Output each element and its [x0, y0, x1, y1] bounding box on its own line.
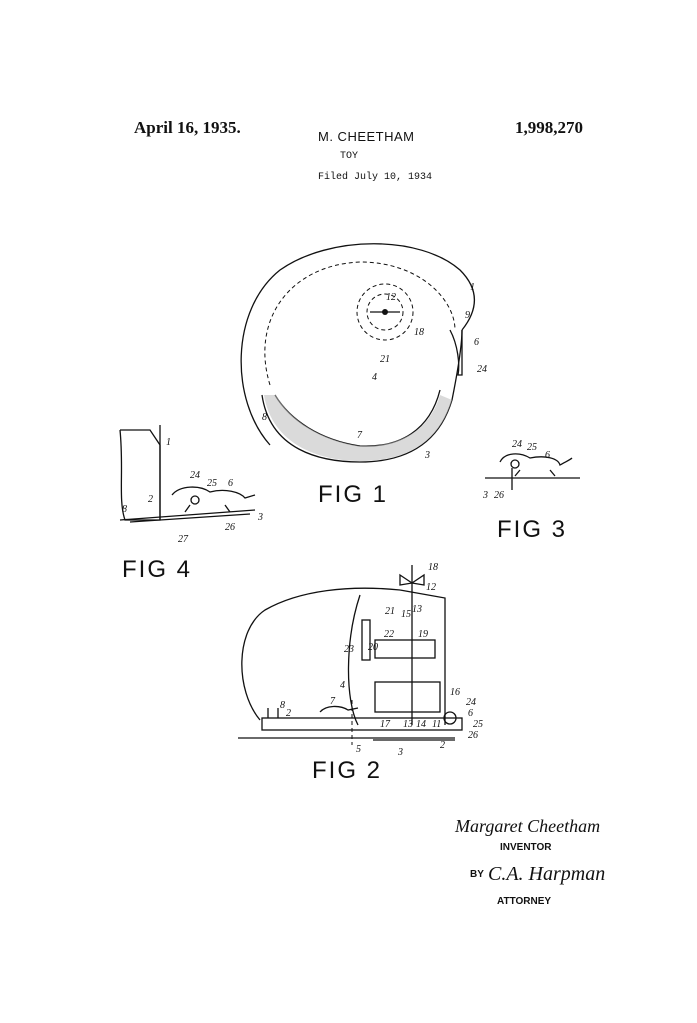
- ref-numeral: 2: [440, 740, 445, 751]
- ref-numeral: 14: [416, 719, 426, 730]
- figure-2: 18 12 21 15 13 19 22 20 23 16 4 17 13 14…: [238, 562, 483, 784]
- fig1-figure-6: [449, 329, 463, 376]
- ref-numeral: 15: [401, 609, 411, 620]
- ref-numeral: 9: [465, 310, 470, 321]
- ref-numeral: 19: [418, 629, 428, 640]
- fig2-gear-19: [374, 639, 436, 659]
- fig4-dog: [171, 486, 256, 513]
- fig2-base: [261, 717, 463, 731]
- filed-date: Filed July 10, 1934: [318, 172, 433, 183]
- ref-numeral: 6: [545, 450, 550, 461]
- fig1-hidden-disc: [264, 261, 456, 386]
- fig2-post-8: [267, 708, 279, 718]
- fig3-wheel: [510, 459, 520, 469]
- fig4-track-lower: [129, 513, 251, 523]
- fig1-outer-body: [240, 243, 475, 446]
- fig2-body-outline: [241, 587, 401, 721]
- ref-numeral: 21: [380, 354, 390, 365]
- ref-numeral: 4: [340, 680, 345, 691]
- fig1-key-pivot: [382, 309, 388, 315]
- figure-2-label: FIG 2: [312, 757, 382, 784]
- figure-1: 1 9 12 18 6 21 4 24 8 7 3 FIG 1: [240, 243, 487, 508]
- ref-numeral: 23: [344, 644, 354, 655]
- ref-numeral: 25: [527, 442, 537, 453]
- fig2-dog: [319, 705, 359, 713]
- fig1-hidden-gear-inner: [366, 293, 404, 331]
- ref-numeral: 11: [432, 719, 441, 730]
- figure-3: 24 25 6 3 26 FIG 3: [482, 439, 580, 543]
- ref-numeral: 1: [470, 282, 475, 293]
- fig3-dog: [499, 453, 573, 477]
- ref-numeral: 20: [368, 642, 378, 653]
- ref-numeral: 12: [386, 292, 396, 303]
- ref-numeral: 26: [494, 490, 504, 501]
- ref-numeral: 7: [357, 430, 363, 441]
- ref-numeral: 24: [190, 470, 200, 481]
- ref-numeral: 24: [477, 364, 487, 375]
- figure-4: 1 24 25 6 8 2 26 3 27 FIG 4: [119, 425, 263, 583]
- ref-numeral: 2: [148, 494, 153, 505]
- ref-numeral: 3: [397, 747, 403, 758]
- ref-numeral: 8: [262, 412, 267, 423]
- fig2-body-cut: [347, 594, 361, 726]
- ref-numeral: 7: [330, 696, 336, 707]
- fig1-hidden-gear: [356, 283, 414, 341]
- fig2-gear-23: [361, 619, 371, 661]
- ref-numeral: 26: [225, 522, 235, 533]
- fig2-key: [399, 573, 425, 586]
- ref-numeral: 13: [403, 719, 413, 730]
- fig2-wheel: [443, 711, 457, 725]
- ref-numeral: 17: [380, 719, 391, 730]
- ref-numeral: 8: [122, 504, 127, 515]
- ref-numeral: 1: [166, 437, 171, 448]
- ref-numeral: 3: [424, 450, 430, 461]
- ref-numeral: 27: [178, 534, 189, 545]
- figure-1-label: FIG 1: [318, 481, 388, 508]
- ref-numeral: 18: [428, 562, 438, 573]
- ref-numeral: 24: [512, 439, 522, 450]
- ref-numeral: 4: [372, 372, 377, 383]
- ref-numeral: 13: [412, 604, 422, 615]
- ref-numeral: 18: [414, 327, 424, 338]
- fig1-track: [261, 329, 463, 463]
- ref-numeral: 6: [474, 337, 479, 348]
- ref-numeral: 25: [473, 719, 483, 730]
- ref-numeral: 2: [286, 708, 291, 719]
- ref-numeral: 21: [385, 606, 395, 617]
- ref-numeral: 8: [280, 700, 285, 711]
- ref-numeral: 6: [228, 478, 233, 489]
- signature-block: Margaret Cheetham INVENTOR BY C.A. Harpm…: [454, 816, 605, 907]
- ref-numeral: 6: [468, 708, 473, 719]
- ref-numeral: 3: [257, 512, 263, 523]
- ref-numeral: 24: [466, 697, 476, 708]
- fig1-track-shading: [264, 395, 452, 461]
- ref-numeral: 22: [384, 629, 394, 640]
- inventor-caption: INVENTOR: [500, 842, 552, 853]
- patent-title: TOY: [340, 151, 359, 162]
- ref-numeral: 25: [207, 478, 217, 489]
- fig4-track: [119, 509, 256, 521]
- attorney-caption: ATTORNEY: [497, 896, 551, 907]
- fig2-housing: [399, 589, 446, 725]
- ref-numeral: 26: [468, 730, 478, 741]
- ref-numeral: 12: [426, 582, 436, 593]
- ref-numeral: 3: [482, 490, 488, 501]
- fig4-wheel: [190, 495, 200, 505]
- figure-3-label: FIG 3: [497, 516, 567, 543]
- attorney-signature: C.A. Harpman: [488, 863, 605, 885]
- patent-date: April 16, 1935.: [134, 118, 241, 137]
- ref-numeral: 5: [356, 744, 361, 755]
- ref-numeral: 16: [450, 687, 460, 698]
- patent-number: 1,998,270: [515, 118, 583, 137]
- fig2-track: [238, 737, 455, 741]
- by-label: BY: [470, 869, 484, 880]
- figure-4-label: FIG 4: [122, 556, 192, 583]
- fig2-gear-16: [374, 681, 441, 713]
- inventor-name: M. CHEETHAM: [318, 129, 415, 144]
- inventor-signature: Margaret Cheetham: [454, 816, 600, 836]
